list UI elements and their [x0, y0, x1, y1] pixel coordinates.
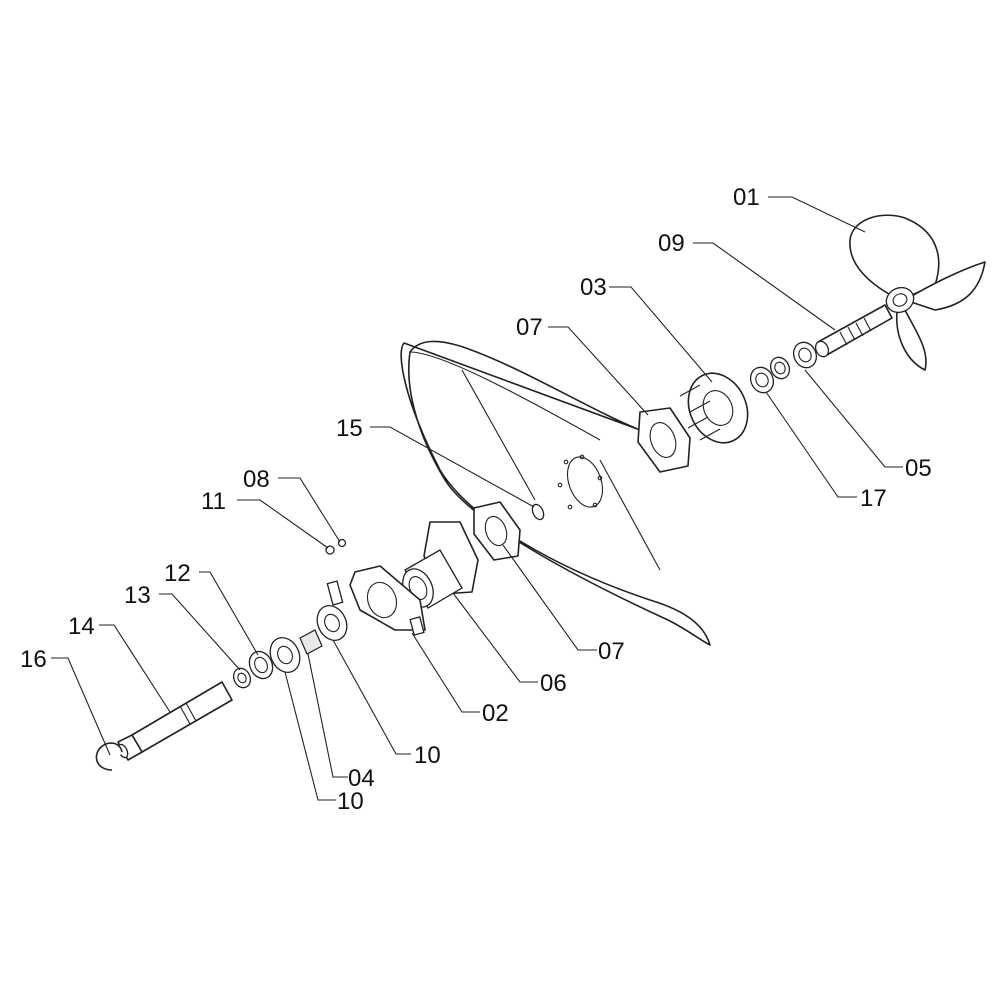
bearing-housing [679, 372, 749, 444]
sleeve-15 [531, 503, 545, 521]
callout-03: 03 [580, 274, 607, 301]
callout-11: 11 [201, 488, 226, 515]
callout-04: 04 [348, 765, 375, 792]
callout-15: 15 [336, 415, 363, 442]
callout-17: 17 [860, 485, 887, 512]
bracket [326, 565, 426, 636]
circlip [95, 742, 123, 771]
seal-12 [248, 650, 274, 680]
callout-07-lower: 07 [598, 638, 625, 665]
callout-01: 01 [733, 184, 760, 211]
gasket-upper [637, 407, 691, 473]
callout-10-lower: 10 [337, 788, 364, 815]
propeller [849, 214, 986, 371]
callout-09: 09 [658, 230, 685, 257]
gasket-lower [473, 501, 521, 561]
leader-lines [51, 196, 903, 801]
spacer [299, 629, 323, 655]
mounting-plate [400, 340, 711, 646]
seal-rings-17 [749, 356, 791, 394]
callout-06: 06 [540, 670, 567, 697]
propeller-shaft [814, 304, 893, 358]
callout-10-upper: 10 [414, 742, 441, 769]
nut-and-washer [325, 538, 347, 555]
tube-flange [402, 521, 479, 609]
callout-labels: 01 09 03 07 15 08 11 12 13 14 16 05 17 0… [20, 184, 932, 815]
callout-05: 05 [905, 455, 932, 482]
callout-14: 14 [68, 613, 95, 640]
ring-13 [232, 667, 252, 689]
seal-ring-05 [792, 341, 818, 369]
callout-07-upper: 07 [516, 314, 543, 341]
callout-16: 16 [20, 646, 47, 673]
bearing-upper [316, 604, 348, 642]
callout-02: 02 [482, 700, 509, 727]
callout-13: 13 [124, 582, 151, 609]
callout-08: 08 [243, 466, 270, 493]
drive-shaft [117, 681, 233, 761]
bearing-lower [269, 636, 301, 674]
callout-12: 12 [164, 560, 191, 587]
